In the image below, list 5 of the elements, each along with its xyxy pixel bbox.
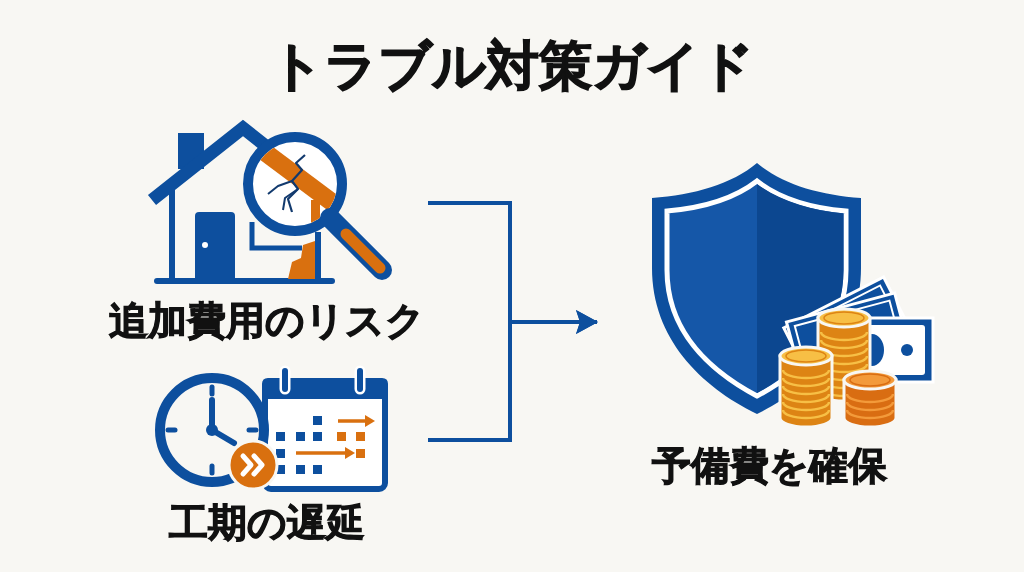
node-label: 追加費用のリスク [108, 298, 425, 344]
title: トラブル対策ガイド [270, 34, 754, 98]
node-label: 予備費を確保 [652, 443, 887, 489]
node-label: 工期の遅延 [168, 500, 365, 546]
connector-arrow [428, 310, 598, 442]
